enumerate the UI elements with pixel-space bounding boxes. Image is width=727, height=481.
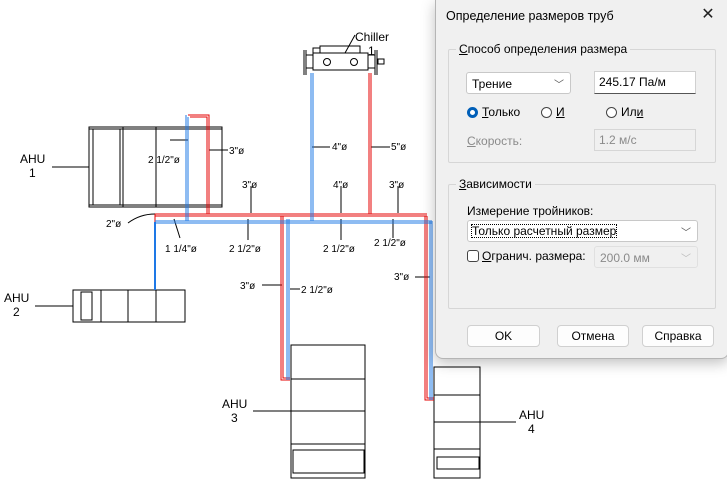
radio-or-label: Или: [621, 105, 644, 119]
pipe-size-label: 3"ø: [240, 281, 255, 292]
tee-sizing-label: Измерение тройников:: [467, 204, 594, 218]
friction-input[interactable]: 245.17 Па/м: [594, 71, 696, 94]
size-limit-checkbox[interactable]: Огранич. размера:: [467, 249, 586, 263]
velocity-input[interactable]: 1.2 м/с: [594, 129, 696, 151]
ahu-3-label: AHU: [222, 397, 247, 411]
constraints-legend: Зависимости: [456, 177, 535, 191]
radio-or-indicator[interactable]: [606, 106, 617, 118]
chevron-down-icon: ﹀: [554, 80, 564, 91]
ahu-2-number: 2: [13, 305, 20, 319]
ahu-4-number: 4: [528, 422, 535, 436]
ahu-2-unit[interactable]: [72, 289, 186, 323]
tee-sizing-select[interactable]: Только расчетный размер ﹀: [467, 220, 698, 242]
radio-and-indicator[interactable]: [541, 106, 552, 118]
chevron-down-icon: ﹀: [681, 228, 691, 239]
pipe-size-label: 3"ø: [394, 272, 409, 283]
radio-only-label: Только: [482, 105, 521, 119]
close-icon[interactable]: ✕: [701, 6, 715, 23]
pipe-size-label: 2 1/2"ø: [374, 238, 406, 249]
ahu-3-unit[interactable]: [290, 344, 366, 479]
pipe-size-label: 1 1/4"ø: [165, 244, 197, 255]
pipe-size-label: 3"ø: [229, 146, 244, 157]
cancel-button[interactable]: Отмена: [557, 325, 629, 347]
radio-only-indicator[interactable]: [467, 106, 478, 118]
radio-only[interactable]: Только: [467, 105, 520, 119]
dialog-title: Определение размеров труб: [446, 9, 614, 23]
constraints-group: Зависимости Измерение тройников: Только …: [448, 177, 716, 309]
pipe-size-label: 3"ø: [389, 180, 404, 191]
ok-button[interactable]: OK: [467, 325, 540, 347]
pipe-size-label: 4"ø: [332, 142, 347, 153]
ahu-3-number: 3: [231, 411, 238, 425]
size-limit-select[interactable]: 200.0 мм ﹀: [594, 246, 698, 268]
chiller-1-label: Chiller: [355, 30, 389, 44]
help-button[interactable]: Справка: [642, 325, 714, 347]
size-limit-checkbox-box[interactable]: [467, 250, 479, 262]
sizing-method-group: Способ определения размера Трение ﹀ 245.…: [448, 42, 716, 163]
radio-and[interactable]: И: [541, 105, 565, 119]
pipe-size-label: 2 1/2"ø: [148, 155, 180, 166]
pipe-size-label: 5"ø: [391, 142, 406, 153]
ahu-1-number: 1: [29, 166, 36, 180]
pipe-size-label: 2 1/2"ø: [229, 244, 261, 255]
radio-and-label: И: [556, 105, 565, 119]
ahu-1-label: AHU: [20, 152, 45, 166]
velocity-label: Скорость:: [467, 134, 523, 148]
pipe-size-label: 3"ø: [242, 180, 257, 191]
ahu-4-unit[interactable]: [433, 366, 481, 479]
ahu-1-unit[interactable]: [88, 126, 223, 208]
pipe-size-label: 2 1/2"ø: [323, 244, 355, 255]
pipe-size-label: 4"ø: [333, 180, 348, 191]
ahu-4-label: AHU: [519, 408, 544, 422]
chiller-1-number: 1: [368, 44, 375, 58]
radio-or[interactable]: Или: [606, 105, 643, 119]
sizing-method-legend: Способ определения размера: [456, 42, 631, 56]
ahu-2-label: AHU: [4, 291, 29, 305]
pipe-size-label: 2"ø: [106, 219, 121, 230]
sizing-method-select[interactable]: Трение ﹀: [466, 72, 571, 94]
pipe-sizing-dialog: Определение размеров труб ✕ Способ опред…: [435, 0, 727, 359]
chiller-1-unit[interactable]: [303, 34, 385, 75]
chevron-down-icon: ﹀: [681, 254, 691, 265]
pipe-size-label: 2 1/2"ø: [301, 285, 333, 296]
size-limit-label: Огранич. размера:: [482, 249, 586, 263]
